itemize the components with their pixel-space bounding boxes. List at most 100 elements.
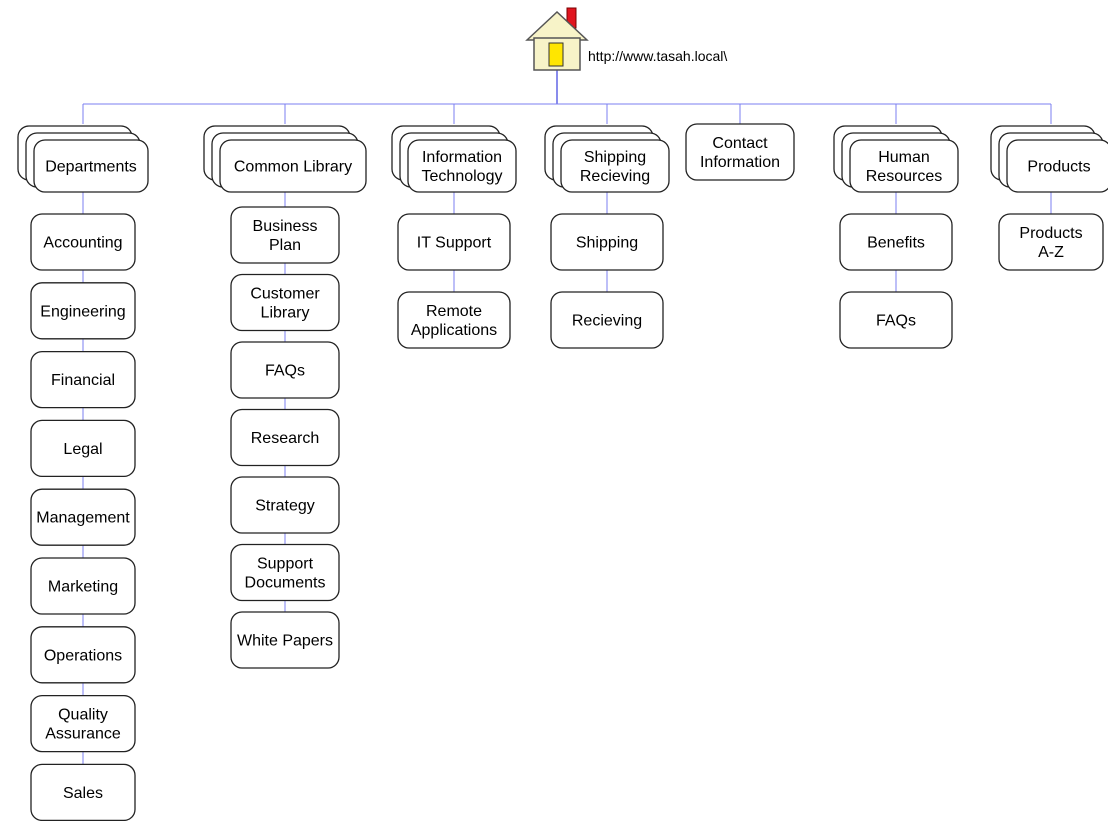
section-label-human-resources: Resources bbox=[866, 168, 942, 185]
child-label: IT Support bbox=[417, 235, 492, 252]
child-box bbox=[839, 213, 953, 271]
child-node-common-library-3[interactable]: Research bbox=[230, 408, 340, 467]
child-box bbox=[30, 763, 136, 821]
child-label: Research bbox=[251, 430, 319, 447]
child-box bbox=[998, 213, 1104, 271]
section-box-products bbox=[1006, 139, 1108, 193]
child-node-departments-2[interactable]: Financial bbox=[30, 350, 136, 409]
child-node-departments-8[interactable]: Sales bbox=[30, 763, 136, 821]
child-label: Documents bbox=[245, 575, 326, 592]
child-box bbox=[230, 476, 340, 534]
child-box bbox=[30, 557, 136, 615]
section-box-shipping-recieving bbox=[560, 139, 670, 193]
child-node-information-technology-0[interactable]: IT Support bbox=[397, 213, 511, 271]
child-box bbox=[230, 273, 340, 332]
child-node-shipping-recieving-1[interactable]: Recieving bbox=[550, 291, 664, 349]
child-label: Strategy bbox=[255, 498, 315, 515]
child-node-common-library-2[interactable]: FAQs bbox=[230, 341, 340, 399]
root-node[interactable]: http://www.tasah.local\ bbox=[525, 7, 727, 71]
child-box bbox=[550, 213, 664, 271]
child-label: Marketing bbox=[48, 579, 118, 596]
child-box bbox=[230, 408, 340, 467]
section-common-library: Common LibraryBusinessPlanCustomerLibrar… bbox=[203, 125, 367, 669]
child-box bbox=[30, 626, 136, 684]
child-label: Accounting bbox=[43, 235, 122, 252]
child-label: Legal bbox=[63, 441, 102, 458]
child-label: Products bbox=[1019, 225, 1082, 242]
section-box-departments bbox=[33, 139, 149, 193]
child-box bbox=[397, 291, 511, 349]
section-label-shipping-recieving: Shipping bbox=[584, 149, 646, 166]
child-node-departments-0[interactable]: Accounting bbox=[30, 213, 136, 271]
child-box bbox=[230, 206, 340, 264]
child-label: Plan bbox=[269, 237, 301, 254]
section-label-human-resources: Human bbox=[878, 149, 930, 166]
site-url-label: http://www.tasah.local\ bbox=[588, 48, 727, 64]
section-label-contact-information: Contact bbox=[712, 135, 768, 152]
child-label: Support bbox=[257, 556, 314, 573]
child-box bbox=[30, 213, 136, 271]
child-label: Shipping bbox=[576, 235, 638, 252]
child-box bbox=[30, 350, 136, 409]
child-label: Business bbox=[253, 218, 318, 235]
child-label: Applications bbox=[411, 322, 497, 339]
section-box-contact-information bbox=[685, 123, 795, 181]
child-node-departments-3[interactable]: Legal bbox=[30, 419, 136, 478]
section-label-departments: Departments bbox=[45, 159, 137, 176]
child-box bbox=[30, 419, 136, 478]
child-node-departments-4[interactable]: Management bbox=[30, 488, 136, 546]
child-label: Remote bbox=[426, 303, 482, 320]
section-departments: DepartmentsAccountingEngineeringFinancia… bbox=[17, 125, 149, 821]
section-node-departments[interactable]: Departments bbox=[33, 139, 149, 193]
child-label: White Papers bbox=[237, 633, 333, 650]
section-box-common-library bbox=[219, 139, 367, 193]
child-node-human-resources-1[interactable]: FAQs bbox=[839, 291, 953, 349]
child-label: Assurance bbox=[45, 726, 121, 743]
child-label: Customer bbox=[250, 286, 320, 303]
child-node-human-resources-0[interactable]: Benefits bbox=[839, 213, 953, 271]
home-icon bbox=[525, 7, 589, 71]
child-box bbox=[397, 213, 511, 271]
child-node-departments-6[interactable]: Operations bbox=[30, 626, 136, 684]
section-label-shipping-recieving: Recieving bbox=[580, 168, 650, 185]
child-box bbox=[839, 291, 953, 349]
child-label: FAQs bbox=[265, 363, 305, 380]
child-node-departments-1[interactable]: Engineering bbox=[30, 282, 136, 340]
section-label-products: Products bbox=[1027, 159, 1090, 176]
section-label-information-technology: Information bbox=[422, 149, 502, 166]
section-nodes: DepartmentsAccountingEngineeringFinancia… bbox=[17, 123, 1108, 821]
section-box-information-technology bbox=[407, 139, 517, 193]
child-label: A-Z bbox=[1038, 244, 1064, 261]
child-node-common-library-4[interactable]: Strategy bbox=[230, 476, 340, 534]
section-node-common-library[interactable]: Common Library bbox=[219, 139, 367, 193]
child-node-common-library-6[interactable]: White Papers bbox=[230, 611, 340, 669]
child-label: Operations bbox=[44, 647, 122, 664]
child-box bbox=[30, 694, 136, 753]
section-node-products[interactable]: Products bbox=[1006, 139, 1108, 193]
child-label: Management bbox=[36, 510, 130, 527]
child-label: FAQs bbox=[876, 313, 916, 330]
section-label-contact-information: Information bbox=[700, 154, 780, 171]
child-node-shipping-recieving-0[interactable]: Shipping bbox=[550, 213, 664, 271]
child-label: Financial bbox=[51, 372, 115, 389]
child-label: Engineering bbox=[40, 303, 125, 320]
child-label: Recieving bbox=[572, 313, 642, 330]
child-node-departments-5[interactable]: Marketing bbox=[30, 557, 136, 615]
child-box bbox=[30, 488, 136, 546]
